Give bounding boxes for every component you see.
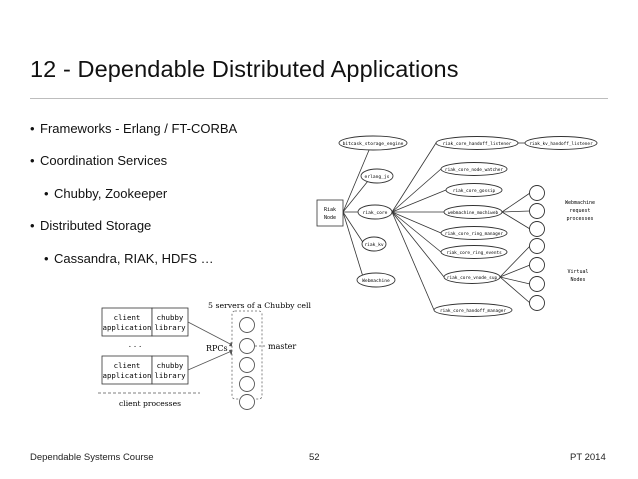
handoff-listener-label: riak_core_handoff_listener [443,141,512,147]
chubby-cell-title: 5 servers of a Chubby cell [208,301,312,310]
chubby-lib-label-1: chubby [157,313,184,322]
rpc-arrow [187,321,235,347]
bullet-text: Chubby, Zookeeper [54,186,168,201]
riak-kv-label: riak_kv [364,242,384,248]
request-process-circle [529,203,545,219]
ring-events-node [440,245,508,259]
virtual-node-circle [529,276,545,292]
client-application-box [101,355,153,385]
wm-request-label-3: processes [566,216,593,222]
riak-core-label: riak_core [363,210,388,216]
bullet-glyph: • [44,186,49,201]
node-watcher-node [440,162,508,176]
client-app-label-2: application [103,371,152,380]
bullet-frameworks: • Frameworks - Erlang / FT-CORBA [30,121,237,136]
master-server-circle [239,338,255,354]
virtual-node-circle [529,257,545,273]
handoff-listener-node [435,136,519,150]
replica-server-circle [239,394,255,410]
riak-kv-node [361,236,387,252]
footer-term: PT 2014 [570,452,606,463]
riak-core-node [357,204,393,220]
master-label: master [268,342,296,351]
request-process-circle [529,185,545,201]
sub-bullet-chubby: • Chubby, Zookeeper [44,186,167,201]
client-app-label-1: client [114,361,141,370]
webmachine-label: Webmachine [362,278,390,284]
client-processes-label: client processes [119,399,181,408]
handoff-manager-label: riak_core_handoff_manager [440,308,506,314]
erlang-js-label: erlang_js [365,174,390,180]
webmachine-node [356,272,396,288]
bitcask-label: bitcask_storage_engine [343,141,404,147]
bullet-text: Frameworks - Erlang / FT-CORBA [40,121,238,136]
chubby-lib-label-1: chubby [157,361,184,370]
bullet-glyph: • [44,251,49,266]
rpc-arrow [187,349,235,371]
bullet-glyph: • [30,218,35,233]
gossip-label: riak_core_gossip [453,188,496,194]
page-number: 52 [309,452,320,463]
kv-handoff-listener-label: riak_kv_handoff_listener [529,141,593,147]
riak-node-label-1: Riak [324,207,336,213]
bullet-storage: • Distributed Storage [30,218,151,233]
chubby-cell-frame [231,310,263,400]
virtual-nodes-label-2: Nodes [570,277,585,283]
clients-ellipsis: . . . [129,340,142,349]
node-watcher-label: riak_core_node_watcher [445,167,504,173]
mochiweb-node [443,205,503,219]
replica-server-circle [239,376,255,392]
client-app-label-1: client [114,313,141,322]
bitcask-node [338,135,408,151]
footer-course: Dependable Systems Course [30,452,154,463]
chubby-library-box [151,307,189,337]
bullet-text: Cassandra, RIAK, HDFS … [54,251,214,266]
chubby-lib-label-2: library [154,323,186,332]
vnode-sup-node [443,270,501,284]
bullet-coordination: • Coordination Services [30,153,167,168]
client-application-box [101,307,153,337]
riak-node-label-2: Node [324,215,336,221]
wm-request-label-2: request [569,208,590,214]
rpcs-label: RPCs [206,344,228,353]
bullet-text: Coordination Services [40,153,168,168]
erlang-js-node [360,168,394,184]
ring-events-label: riak_core_ring_events [446,250,502,256]
chubby-library-box [151,355,189,385]
kv-handoff-listener-node [524,136,598,150]
chubby-lib-label-2: library [154,371,186,380]
client-app-label-2: application [103,323,152,332]
virtual-node-circle [529,238,545,254]
bullet-glyph: • [30,121,35,136]
replica-server-circle [239,317,255,333]
replica-server-circle [239,357,255,373]
request-process-circle [529,221,545,237]
slide-title: 12 - Dependable Distributed Applications [30,56,459,82]
wm-request-label-1: Webmachine [565,200,595,206]
ring-manager-node [440,226,508,240]
mochiweb-label: webmachine_mochiweb [448,210,499,216]
sub-bullet-cassandra: • Cassandra, RIAK, HDFS … [44,251,214,266]
ring-manager-label: riak_core_ring_manager [445,231,504,237]
virtual-nodes-label-1: Virtual [567,269,588,275]
gossip-node [445,183,503,197]
title-divider [30,98,608,99]
bullet-text: Distributed Storage [40,218,152,233]
riak-node-root [316,199,344,227]
bullet-glyph: • [30,153,35,168]
virtual-node-circle [529,295,545,311]
vnode-sup-label: riak_core_vnode_sup [447,275,498,281]
handoff-manager-node [433,303,513,317]
